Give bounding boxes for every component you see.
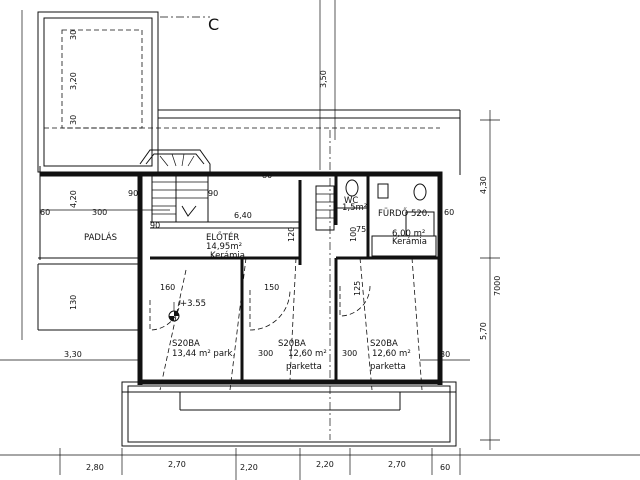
dim-text: 3,50 (319, 70, 328, 88)
dim-text: 160 (160, 283, 175, 292)
roof-tower (37, 11, 461, 175)
level-marker (168, 302, 180, 322)
room-area: 1,5m² (342, 203, 367, 213)
room-label-szoba2: S20BA 12,60 m² parketta (278, 339, 327, 372)
room-floor: parketta (286, 362, 322, 372)
bathroom-toilet-icon (413, 183, 427, 201)
section-marker: C (208, 15, 219, 34)
room-name: S20BA (278, 339, 306, 349)
room-name: WC (344, 196, 358, 206)
dim-text: 90 (128, 189, 138, 198)
dim-text: 2,70 (168, 460, 186, 469)
dim-text: 7000 (493, 276, 502, 296)
dim-text: 5,70 (479, 322, 488, 340)
room-name: FÜRDŐ 520. (378, 208, 430, 219)
room-label-furdo: FÜRDŐ 520. 6,00 m² Kerámia (378, 208, 430, 247)
dim-text: 60 (40, 208, 50, 217)
room-name: S20BA (172, 339, 200, 349)
dimension-texts: 6,40 300 300 300 3,30 60 60 60 2,80 2,70… (40, 30, 502, 472)
dim-text: 60 (444, 208, 454, 217)
room-area: 6,00 m² (392, 229, 425, 239)
sanitary-fixtures (345, 179, 435, 237)
dim-text: 30 (440, 350, 450, 359)
dim-text: 2,20 (240, 463, 258, 472)
bathtub-icon (405, 211, 435, 237)
room-label-eloter: ELŐTÉR 14,95m² Kerámia (206, 231, 245, 261)
dim-text: 3,20 (69, 72, 78, 90)
dim-text: 90 (208, 189, 218, 198)
dim-text: 30 (69, 30, 78, 40)
level-mark: +3.55 (180, 299, 206, 309)
room-name: S20BA (370, 339, 398, 349)
sink-icon (377, 183, 389, 199)
room-floor: Kerámia (210, 251, 245, 261)
dim-text: 125 (353, 281, 362, 296)
room-area: 14,95m² (206, 242, 242, 252)
staircase (139, 149, 300, 229)
room-name: ELŐTÉR (206, 231, 239, 243)
balcony (121, 381, 457, 447)
room-label-padlas: PADLÁS (84, 231, 117, 243)
dim-text: 2,20 (316, 460, 334, 469)
room-floor: Kerámia (392, 237, 427, 247)
dim-text: 300 (92, 208, 107, 217)
dim-text: 60 (440, 463, 450, 472)
dim-text: 2,80 (86, 463, 104, 472)
dim-text: 130 (69, 295, 78, 310)
door-swings (149, 257, 423, 391)
dim-text: 90 (150, 221, 160, 230)
room-area: 13,44 m² park. (172, 349, 235, 359)
dim-text: 80 (262, 171, 272, 180)
room-area: 12,60 m² (288, 349, 327, 359)
small-stair (315, 185, 335, 231)
room-label-szoba3: S20BA 12,60 m² parketta (370, 339, 411, 372)
dim-text: 75 (356, 225, 366, 234)
dim-text: 100 (349, 227, 358, 242)
dim-text: 150 (264, 283, 279, 292)
dim-text: 6,40 (234, 211, 252, 220)
wc-toilet-icon (345, 179, 359, 197)
dim-text: 2,70 (388, 460, 406, 469)
dim-text: 4,20 (69, 190, 78, 208)
room-area: 12,60 m² (372, 349, 411, 359)
room-label-szoba1: S20BA 13,44 m² park. (172, 339, 235, 359)
dim-text: 300 (342, 349, 357, 358)
room-label-wc: WC 1,5m² (342, 196, 367, 213)
dim-text: 4,30 (479, 176, 488, 194)
room-floor: parketta (370, 362, 406, 372)
dim-text: 3,30 (64, 350, 82, 359)
dim-text: 120 (287, 227, 296, 242)
dim-text: 30 (69, 115, 78, 125)
dim-text: 300 (258, 349, 273, 358)
